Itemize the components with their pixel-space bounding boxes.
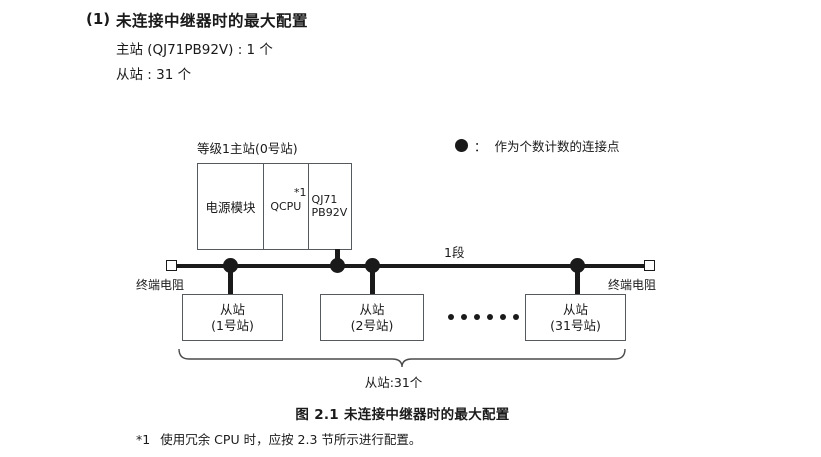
master-station-count-line: 主站 (QJ71PB92V) : 1 个 <box>116 42 273 58</box>
segment-label: 1段 <box>444 245 465 260</box>
connection-point-dot-icon <box>570 258 585 273</box>
qcpu-footnote-mark: *1 <box>294 186 307 199</box>
bus-line <box>176 264 649 268</box>
footnote: *1 使用冗余 CPU 时，应按 2.3 节所示进行配置。 <box>136 429 421 448</box>
master-station-box: 电源模块 QCPU *1 QJ71 PB92V <box>197 163 352 250</box>
connection-point-dot-icon <box>365 258 380 273</box>
slave-station-label-line2: (1号站) <box>211 317 254 333</box>
ellipsis-dot-icon <box>513 314 519 320</box>
ellipsis-dot-icon <box>461 314 467 320</box>
slave-station-box: 从站 (31号站) <box>525 294 626 341</box>
network-module-label-line1: QJ71 <box>311 192 338 206</box>
slave-station-label-line2: (2号站) <box>350 317 394 333</box>
ellipsis-dot-icon <box>474 314 480 320</box>
qcpu-label: QCPU <box>270 200 302 213</box>
network-module-cell: QJ71 PB92V <box>309 164 351 249</box>
slave-drop-line <box>228 268 233 294</box>
ellipsis-dot-icon <box>487 314 493 320</box>
heading-number: (1) <box>86 10 111 28</box>
terminal-resistor-right-label: 终端电阻 <box>608 278 657 292</box>
slave-drop-line <box>575 268 580 294</box>
slave-drop-line <box>370 268 375 294</box>
connection-point-dot-icon <box>455 139 468 152</box>
master-station-label: 等级1主站(0号站) <box>197 141 298 156</box>
network-module-label: QJ71 PB92V <box>311 192 348 220</box>
slave-station-box: 从站 (2号站) <box>320 294 424 341</box>
ellipsis-dot-icon <box>500 314 506 320</box>
footnote-mark: *1 <box>136 432 151 447</box>
legend: ： 作为个数计数的连接点 <box>455 136 620 155</box>
terminal-resistor-left-icon <box>166 260 177 271</box>
ellipsis-dot-icon <box>448 314 454 320</box>
legend-colon: ： <box>474 139 487 154</box>
slave-total-label: 从站:31个 <box>0 372 821 391</box>
page-title: 未连接中继器时的最大配置 <box>116 12 309 30</box>
qcpu-cell: QCPU *1 <box>264 164 309 249</box>
slave-station-label-line1: 从站 <box>359 301 385 317</box>
connection-point-dot-icon <box>223 258 238 273</box>
power-module-label: 电源模块 <box>205 200 256 215</box>
slave-station-label-line2: (31号站) <box>550 317 601 333</box>
slave-station-label-line1: 从站 <box>562 301 588 317</box>
slave-continuation-ellipsis <box>448 314 519 320</box>
slave-total-text: 从站:31个 <box>364 375 423 390</box>
legend-label: 作为个数计数的连接点 <box>494 139 620 154</box>
footnote-text: 使用冗余 CPU 时，应按 2.3 节所示进行配置。 <box>160 432 422 447</box>
power-module-cell: 电源模块 <box>198 164 265 249</box>
terminal-resistor-left-label: 终端电阻 <box>136 278 185 292</box>
figure-caption-text: 图 2.1 未连接中继器时的最大配置 <box>295 407 510 423</box>
slave-range-brace <box>178 348 626 368</box>
terminal-resistor-right-icon <box>644 260 655 271</box>
slave-station-label-line1: 从站 <box>219 301 245 317</box>
connection-point-dot-icon <box>330 258 345 273</box>
slave-station-count-line: 从站 : 31 个 <box>116 67 192 83</box>
network-module-label-line2: PB92V <box>311 205 348 219</box>
figure-caption: 图 2.1 未连接中继器时的最大配置 <box>0 403 821 423</box>
slave-station-box: 从站 (1号站) <box>182 294 283 341</box>
